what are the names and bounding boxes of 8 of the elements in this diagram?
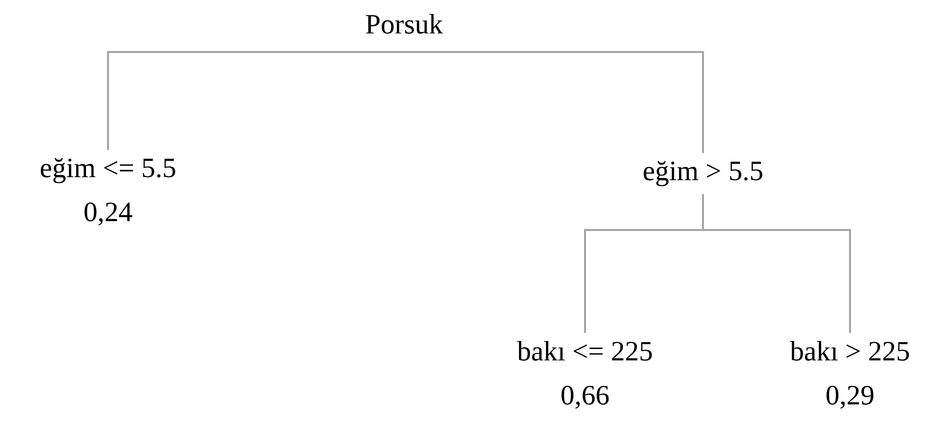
- tree-branch-line: [404, 51, 704, 153]
- tree-node-label: bakı <= 225 0,66: [517, 341, 652, 409]
- tree-node-label: eğim <= 5.5 0,24: [40, 158, 176, 226]
- tree-branch-line: [702, 194, 851, 333]
- tree-branch-line: [107, 51, 404, 150]
- root-label: Porsuk: [366, 14, 443, 34]
- split-label: eğim > 5.5: [644, 160, 762, 186]
- tree-node-label: bakı > 225 0,29: [790, 341, 909, 409]
